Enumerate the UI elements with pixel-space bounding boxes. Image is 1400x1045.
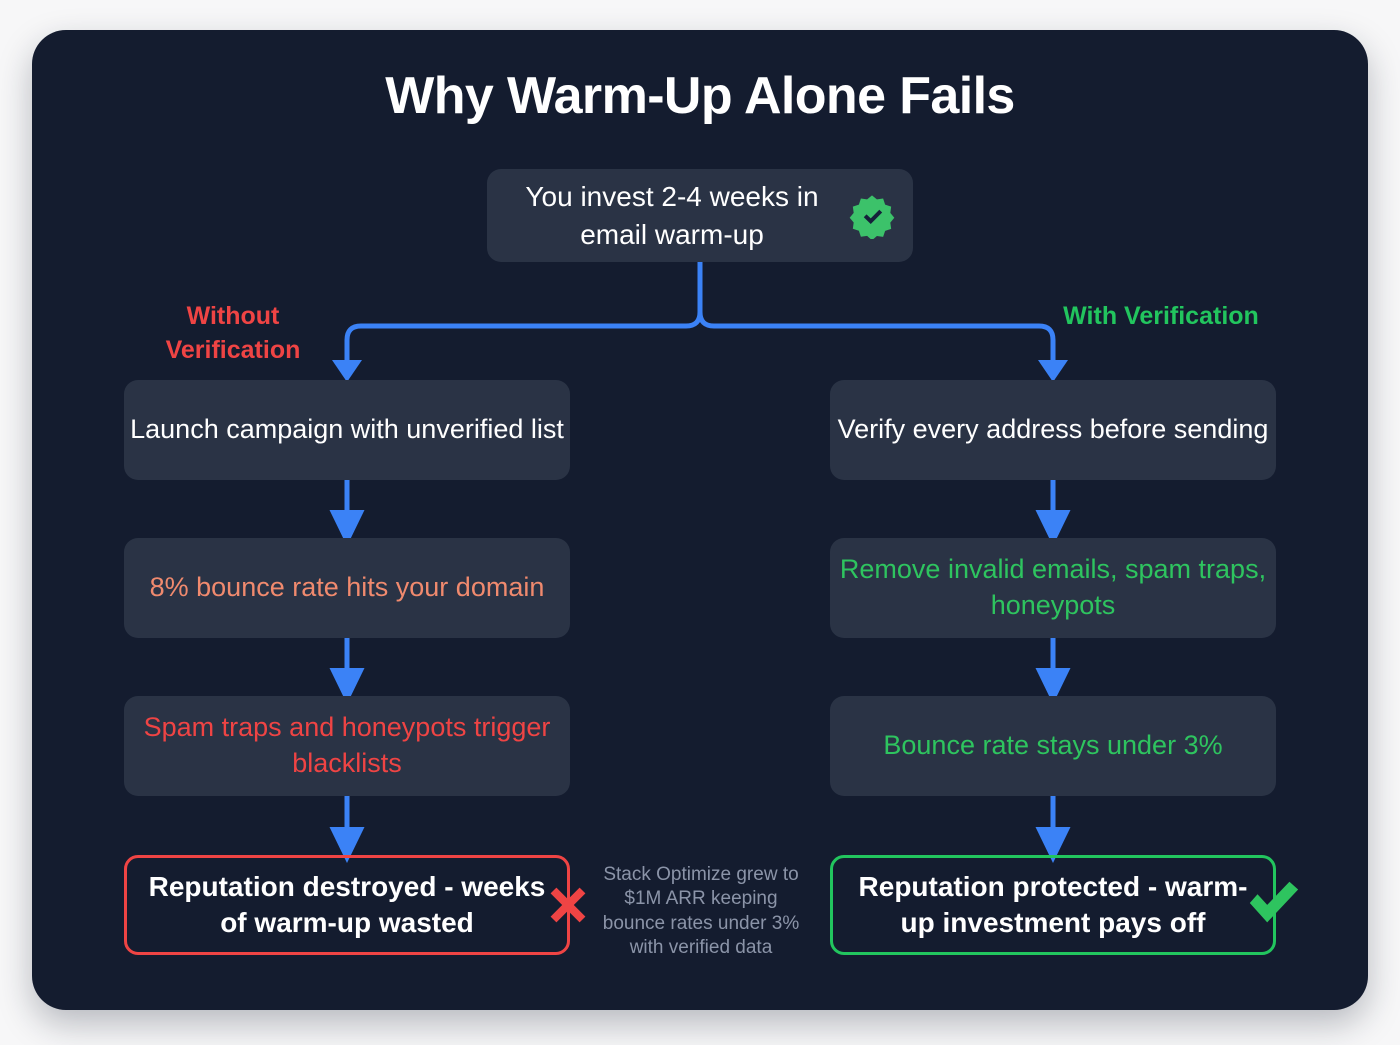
connector-split-right (697, 259, 1056, 363)
right-step-1-label: Verify every address before sending (837, 414, 1269, 445)
right-step-3[interactable]: Bounce rate stays under 3% (830, 696, 1276, 796)
left-step-3[interactable]: Spam traps and honeypots trigger blackli… (124, 696, 570, 796)
right-step-3-label: Bounce rate stays under 3% (883, 730, 1223, 761)
page-title: Why Warm-Up Alone Fails (385, 67, 1015, 125)
arrowhead-left-branch (332, 360, 362, 382)
left-step-2[interactable]: 8% bounce rate hits your domain (124, 538, 570, 638)
outcome-negative-label: Reputation destroyed - weeks of warm-up … (148, 871, 546, 938)
branch-label-without-verification: Without Verification (165, 302, 301, 364)
left-step-1[interactable]: Launch campaign with unverified list (124, 380, 570, 480)
right-step-2[interactable]: Remove invalid emails, spam traps, honey… (830, 538, 1276, 638)
connector-split-left (344, 259, 703, 363)
branch-label-with-verification: With Verification (1063, 302, 1259, 330)
outcome-positive[interactable]: Reputation protected - warm-up investmen… (830, 855, 1276, 955)
case-study-footnote: Stack Optimize grew to $1M ARR keeping b… (602, 864, 800, 958)
verified-badge-icon (849, 194, 895, 239)
flow-start-label: You invest 2-4 weeks in email warm-up (525, 181, 819, 250)
outcome-negative[interactable]: Reputation destroyed - weeks of warm-up … (124, 855, 570, 955)
right-step-1[interactable]: Verify every address before sending (830, 380, 1276, 480)
diagram-card: Why Warm-Up Alone Fails (32, 30, 1368, 1010)
left-step-1-label: Launch campaign with unverified list (130, 414, 564, 445)
right-step-2-label: Remove invalid emails, spam traps, honey… (839, 554, 1267, 620)
left-step-2-label: 8% bounce rate hits your domain (149, 572, 545, 603)
left-step-3-label: Spam traps and honeypots trigger blackli… (143, 712, 551, 778)
flow-start-node[interactable]: You invest 2-4 weeks in email warm-up (487, 169, 913, 262)
x-mark-icon (550, 887, 586, 923)
arrowhead-right-branch (1038, 360, 1068, 382)
outcome-positive-label: Reputation protected - warm-up investmen… (858, 871, 1248, 938)
check-mark-icon (1249, 881, 1299, 923)
